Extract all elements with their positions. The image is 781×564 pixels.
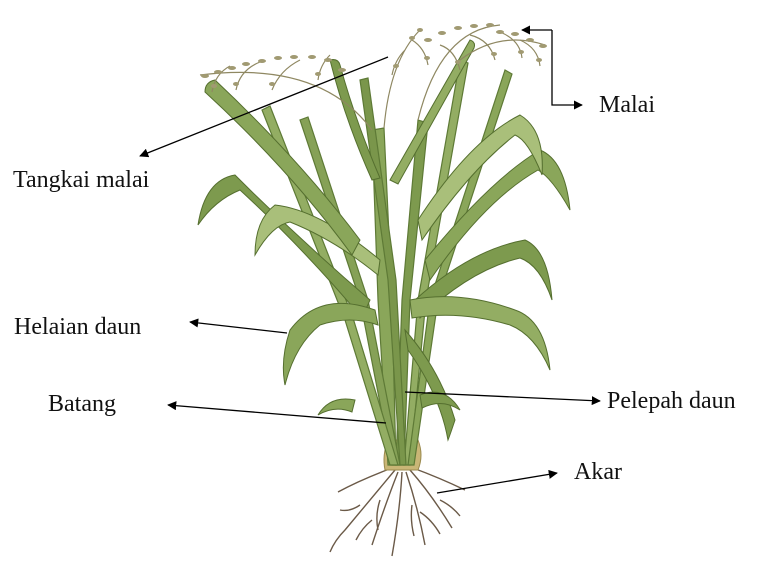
label-tangkai-malai: Tangkai malai bbox=[13, 168, 149, 192]
label-pelepah-daun: Pelepah daun bbox=[607, 389, 736, 413]
malai-arrow bbox=[552, 30, 582, 105]
label-batang: Batang bbox=[48, 392, 116, 416]
label-helaian-daun: Helaian daun bbox=[14, 315, 141, 339]
akar-arrow bbox=[437, 473, 557, 493]
label-malai: Malai bbox=[599, 93, 655, 117]
helaian-daun-arrow bbox=[190, 322, 287, 333]
label-akar: Akar bbox=[574, 460, 622, 484]
roots bbox=[330, 468, 465, 556]
grains bbox=[201, 23, 547, 88]
